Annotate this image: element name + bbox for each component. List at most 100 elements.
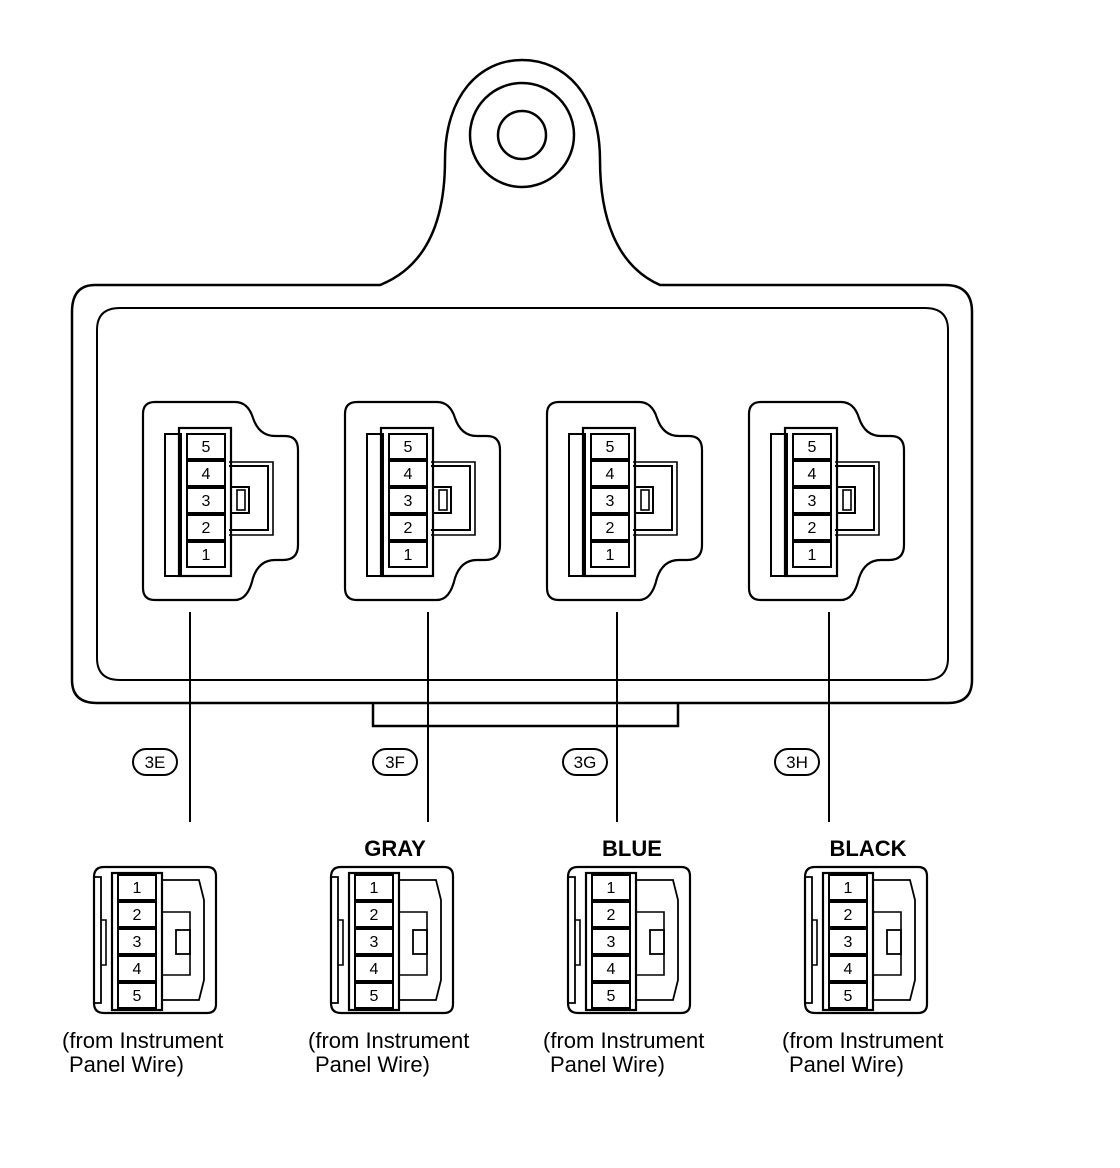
cavity-pin-number: 2 xyxy=(808,520,817,537)
connector-caption-line2: Panel Wire) xyxy=(789,1052,904,1077)
cavity-outline xyxy=(141,400,300,602)
loose-pin-number: 1 xyxy=(844,880,853,897)
loose-pin-number: 2 xyxy=(844,907,853,924)
loose-pin-box xyxy=(828,901,868,928)
loose-pin-box xyxy=(828,955,868,982)
cavity-pin-number: 4 xyxy=(606,466,615,483)
cavity-pin-box xyxy=(186,487,226,514)
loose-pin-number: 3 xyxy=(844,934,853,951)
loose-pin-number: 1 xyxy=(370,880,379,897)
loose-pin-box xyxy=(828,874,868,901)
cavity-pin-box xyxy=(792,487,832,514)
loose-pin-box xyxy=(591,982,631,1009)
connector-caption-line1: (from Instrument xyxy=(782,1028,943,1053)
loose-pin-number: 1 xyxy=(607,880,616,897)
cavity-pin-box xyxy=(792,433,832,460)
cavity-outline xyxy=(747,400,906,602)
cavity-pin-box xyxy=(590,541,630,568)
cavity-pin-number: 4 xyxy=(808,466,817,483)
loose-pin-number: 5 xyxy=(844,988,853,1005)
cavity-pin-number: 5 xyxy=(202,439,211,456)
cavity-outline xyxy=(545,400,704,602)
loose-pin-number: 5 xyxy=(133,988,142,1005)
cavity-pin-box xyxy=(388,541,428,568)
mounting-hole-outer xyxy=(468,81,576,189)
cavity-pin-number: 5 xyxy=(404,439,413,456)
loose-connector-body xyxy=(92,865,218,1015)
cavity-pin-number: 1 xyxy=(606,547,615,564)
connector-caption-line1: (from Instrument xyxy=(62,1028,223,1053)
cavity-pin-box xyxy=(792,541,832,568)
connector-caption-line2: Panel Wire) xyxy=(550,1052,665,1077)
cavity-pin-number: 1 xyxy=(202,547,211,564)
loose-pin-number: 4 xyxy=(133,961,142,978)
loose-pin-box xyxy=(591,874,631,901)
cavity-pin-number: 5 xyxy=(808,439,817,456)
cavity-pin-box xyxy=(590,487,630,514)
mounting-hole-inner xyxy=(496,109,548,161)
connector-tag-3h: 3H xyxy=(774,748,820,776)
cavity-pin-number: 4 xyxy=(404,466,413,483)
cavity-pin-number: 5 xyxy=(606,439,615,456)
loose-pin-box xyxy=(354,955,394,982)
wire-color-label: GRAY xyxy=(364,836,426,861)
connector-tag-label: 3E xyxy=(145,753,166,772)
loose-pin-box xyxy=(117,982,157,1009)
loose-pin-box xyxy=(354,982,394,1009)
loose-pin-box xyxy=(591,955,631,982)
loose-pin-box xyxy=(591,928,631,955)
loose-pin-number: 4 xyxy=(844,961,853,978)
loose-pin-number: 4 xyxy=(370,961,379,978)
loose-pin-number: 4 xyxy=(607,961,616,978)
loose-pin-number: 3 xyxy=(607,934,616,951)
loose-pin-box xyxy=(591,901,631,928)
loose-pin-number: 3 xyxy=(133,934,142,951)
loose-pin-box xyxy=(117,901,157,928)
cavity-pin-box xyxy=(186,433,226,460)
cavity-pin-box xyxy=(590,514,630,541)
loose-pin-box xyxy=(354,874,394,901)
connector-tag-3f: 3F xyxy=(372,748,418,776)
connector-caption-line1: (from Instrument xyxy=(543,1028,704,1053)
cavity-pin-number: 2 xyxy=(202,520,211,537)
loose-pin-box xyxy=(117,955,157,982)
loose-pin-box xyxy=(828,982,868,1009)
loose-pin-number: 2 xyxy=(607,907,616,924)
cavity-pin-box xyxy=(792,514,832,541)
cavity-pin-number: 1 xyxy=(404,547,413,564)
loose-pin-box xyxy=(354,928,394,955)
loose-pin-number: 5 xyxy=(370,988,379,1005)
cavity-pin-box xyxy=(186,541,226,568)
loose-pin-box xyxy=(828,928,868,955)
cavity-pin-box xyxy=(388,514,428,541)
cavity-outline xyxy=(343,400,502,602)
loose-pin-number: 2 xyxy=(370,907,379,924)
junction-block-housing xyxy=(70,58,974,728)
loose-connector-3h: 1 2 3 4 5 xyxy=(803,865,929,1015)
loose-pin-box xyxy=(117,874,157,901)
wire-color-label: BLUE xyxy=(602,836,662,861)
loose-connector-body xyxy=(803,865,929,1015)
cavity-pin-number: 3 xyxy=(404,493,413,510)
connector-caption-line2: Panel Wire) xyxy=(69,1052,184,1077)
cavity-pin-box xyxy=(590,460,630,487)
loose-pin-box xyxy=(117,928,157,955)
cavity-pin-box xyxy=(590,433,630,460)
loose-pin-number: 1 xyxy=(133,880,142,897)
cavity-pin-number: 1 xyxy=(808,547,817,564)
cavity-pin-box xyxy=(388,460,428,487)
connector-tag-label: 3G xyxy=(574,753,597,772)
connector-tag-label: 3F xyxy=(385,753,405,772)
block-connector-3h: 5 4 3 2 1 xyxy=(747,400,906,602)
cavity-pin-box xyxy=(186,460,226,487)
cavity-pin-box xyxy=(388,433,428,460)
cavity-pin-number: 3 xyxy=(808,493,817,510)
